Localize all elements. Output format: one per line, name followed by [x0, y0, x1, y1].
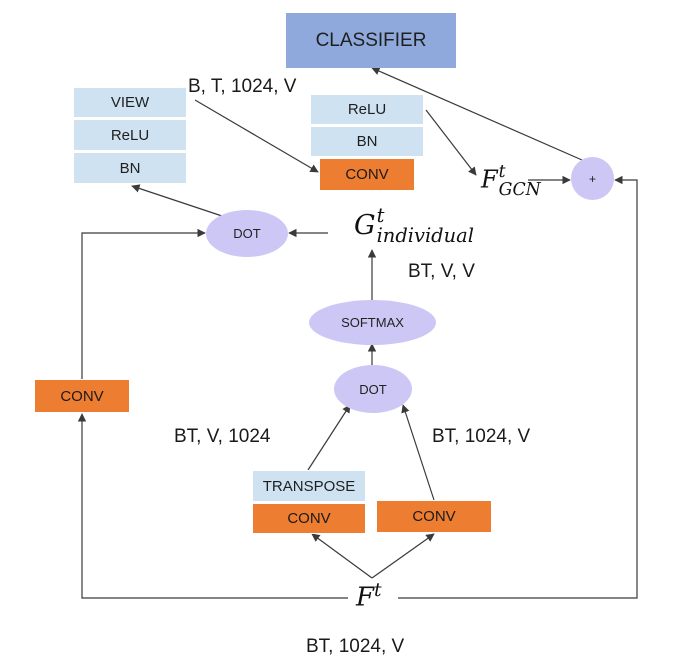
bn-block-left: BN [73, 152, 187, 184]
shape-label-right-branch: BT, 1024, V [432, 426, 531, 447]
edge-view-to-conv [194, 99, 319, 173]
plus-node: + [571, 157, 614, 200]
view-block: VIEW [73, 87, 187, 118]
conv-block-bottom-right: CONV [376, 500, 492, 533]
conv-block-bottom-left: CONV [252, 503, 366, 534]
relu-block-mid: ReLU [310, 94, 424, 125]
edge-ft-to-conv [77, 413, 348, 599]
relu-block-left: ReLU [73, 119, 187, 151]
edge-conv-to-dot-mid [401, 404, 435, 501]
edge-conv-to-dot [81, 228, 206, 379]
edge-transpose-to-dot [307, 404, 351, 471]
dot-node-top: DOT [206, 210, 288, 257]
edge-relu-to-fgcn [425, 109, 477, 176]
conv-block-top: CONV [319, 158, 415, 191]
shape-label-left-branch: BT, V, 1024 [174, 426, 271, 447]
edge-plus-to-classifier [371, 67, 583, 161]
conv-block-left: CONV [34, 379, 130, 413]
f-t-symbol: Ft [356, 580, 382, 613]
edge-ft-to-conv-left [311, 533, 373, 579]
shape-label-softmax-out: BT, V, V [408, 261, 475, 282]
edge-ft-to-conv-right [371, 533, 435, 579]
softmax-node: SOFTMAX [309, 300, 436, 345]
shape-label-bottom: BT, 1024, V [306, 636, 405, 657]
dot-node-mid: DOT [334, 365, 412, 413]
transpose-block: TRANSPOSE [252, 470, 366, 502]
classifier-block: CLASSIFIER [286, 13, 456, 68]
edge-dot-to-bn [131, 184, 223, 217]
bn-block-mid: BN [310, 126, 424, 157]
shape-label-top: B, T, 1024, V [188, 76, 297, 97]
edge-ft-bypass-to-plus [398, 175, 638, 599]
